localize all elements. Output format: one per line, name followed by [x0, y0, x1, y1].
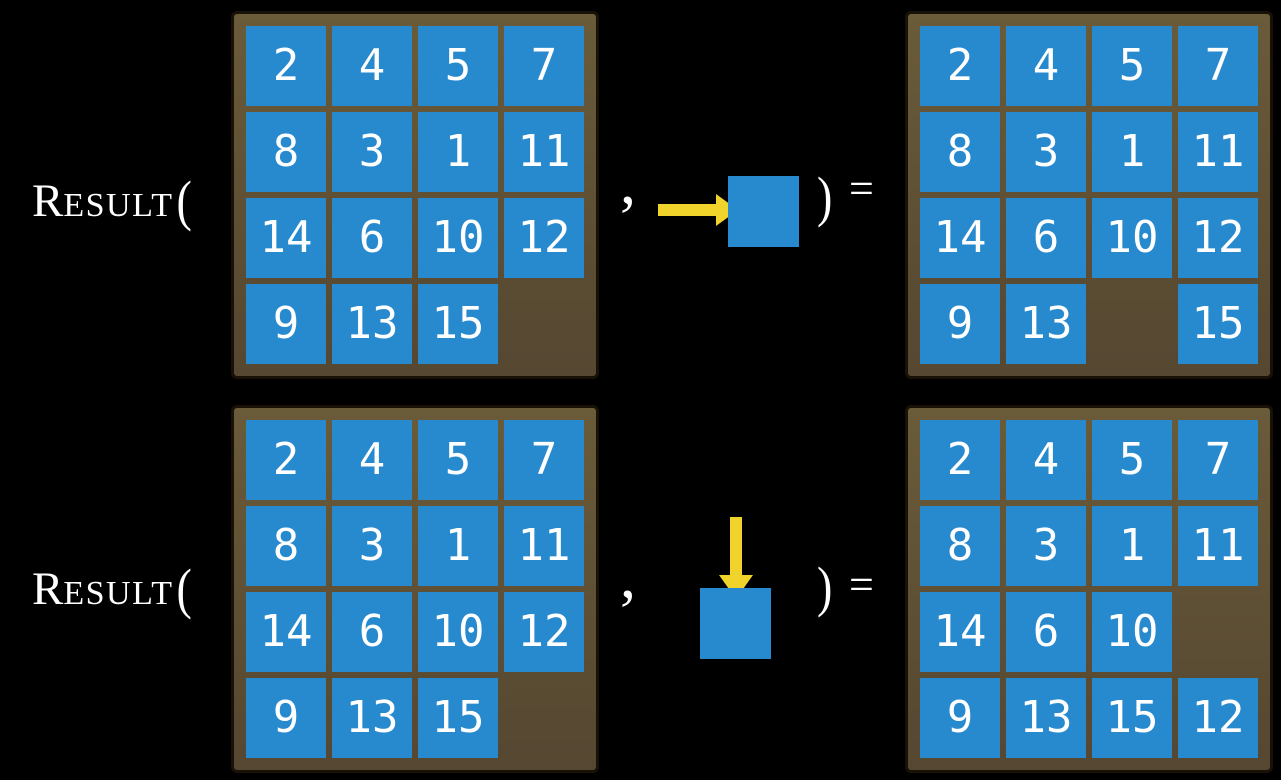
puzzle-tile-9: 9 [920, 284, 1000, 364]
puzzle-tile-10: 10 [418, 198, 498, 278]
result-function-label: R ESULT ( [32, 560, 192, 616]
puzzle-tile-12: 12 [504, 198, 584, 278]
result-label-rest: ESULT [63, 187, 174, 224]
puzzle-tile-7: 7 [504, 420, 584, 500]
puzzle-tile-9: 9 [920, 678, 1000, 758]
puzzle-tile-1: 1 [418, 112, 498, 192]
puzzle-tile-6: 6 [1006, 198, 1086, 278]
puzzle-tile-2: 2 [246, 26, 326, 106]
puzzle-tile-2: 2 [246, 420, 326, 500]
puzzle-tile-5: 5 [418, 26, 498, 106]
result-label-cap: R [32, 563, 64, 615]
puzzle-tile-6: 6 [332, 198, 412, 278]
puzzle-tile-11: 11 [1178, 506, 1258, 586]
result-label-rest: ESULT [63, 575, 174, 612]
puzzle-tile-11: 11 [1178, 112, 1258, 192]
puzzle-tile-1: 1 [1092, 112, 1172, 192]
arrow-right-icon [658, 192, 738, 228]
comma-separator: , [620, 146, 636, 217]
puzzle-tile-8: 8 [246, 506, 326, 586]
open-paren: ( [176, 169, 192, 232]
empty-slot [1178, 592, 1258, 672]
puzzle-tile-6: 6 [332, 592, 412, 672]
result-function-label: R ESULT ( [32, 172, 192, 228]
puzzle-tile-10: 10 [1092, 198, 1172, 278]
equals-sign: = [849, 560, 874, 609]
puzzle-tile-14: 14 [920, 592, 1000, 672]
arrow-shaft [658, 204, 718, 216]
puzzle-tile-3: 3 [1006, 112, 1086, 192]
close-paren: ) [817, 555, 833, 618]
puzzle-tile-4: 4 [1006, 26, 1086, 106]
puzzle-tile-12: 12 [1178, 678, 1258, 758]
puzzle-tile-3: 3 [332, 112, 412, 192]
equals-sign: = [849, 164, 874, 213]
puzzle-tile-12: 12 [504, 592, 584, 672]
puzzle-tile-13: 13 [1006, 284, 1086, 364]
puzzle-tile-5: 5 [1092, 420, 1172, 500]
puzzle-tile-13: 13 [1006, 678, 1086, 758]
puzzle-tile-12: 12 [1178, 198, 1258, 278]
puzzle-tile-8: 8 [920, 506, 1000, 586]
puzzle-tile-2: 2 [920, 420, 1000, 500]
puzzle-tile-1: 1 [418, 506, 498, 586]
puzzle-tile-11: 11 [504, 112, 584, 192]
puzzle-tile-11: 11 [504, 506, 584, 586]
empty-slot [504, 678, 584, 758]
puzzle-tile-5: 5 [1092, 26, 1172, 106]
puzzle-tile-10: 10 [418, 592, 498, 672]
open-paren: ( [176, 557, 192, 620]
puzzle-tile-1: 1 [1092, 506, 1172, 586]
puzzle-tile-4: 4 [1006, 420, 1086, 500]
puzzle-tile-15: 15 [418, 678, 498, 758]
puzzle-tile-8: 8 [246, 112, 326, 192]
puzzle-tile-7: 7 [1178, 420, 1258, 500]
puzzle-tile-14: 14 [246, 592, 326, 672]
close-paren: ) [817, 165, 833, 228]
empty-slot [1092, 284, 1172, 364]
puzzle-tile-13: 13 [332, 678, 412, 758]
puzzle-tile-15: 15 [418, 284, 498, 364]
puzzle-tile-9: 9 [246, 678, 326, 758]
puzzle-tile-13: 13 [332, 284, 412, 364]
puzzle-tile-3: 3 [332, 506, 412, 586]
moving-tile [728, 176, 799, 247]
comma-separator: , [620, 540, 636, 611]
puzzle-tile-7: 7 [504, 26, 584, 106]
puzzle-tile-8: 8 [920, 112, 1000, 192]
puzzle-tile-15: 15 [1092, 678, 1172, 758]
puzzle-tile-3: 3 [1006, 506, 1086, 586]
puzzle-tile-2: 2 [920, 26, 1000, 106]
result-label-cap: R [32, 175, 64, 227]
puzzle-tile-9: 9 [246, 284, 326, 364]
puzzle-tile-6: 6 [1006, 592, 1086, 672]
puzzle-tile-14: 14 [246, 198, 326, 278]
puzzle-tile-4: 4 [332, 420, 412, 500]
empty-slot [504, 284, 584, 364]
puzzle-tile-10: 10 [1092, 592, 1172, 672]
arrow-down-icon [719, 517, 753, 599]
moving-tile [700, 588, 771, 659]
puzzle-tile-4: 4 [332, 26, 412, 106]
puzzle-tile-7: 7 [1178, 26, 1258, 106]
puzzle-tile-5: 5 [418, 420, 498, 500]
puzzle-tile-15: 15 [1178, 284, 1258, 364]
puzzle-tile-14: 14 [920, 198, 1000, 278]
arrow-shaft [730, 517, 742, 577]
